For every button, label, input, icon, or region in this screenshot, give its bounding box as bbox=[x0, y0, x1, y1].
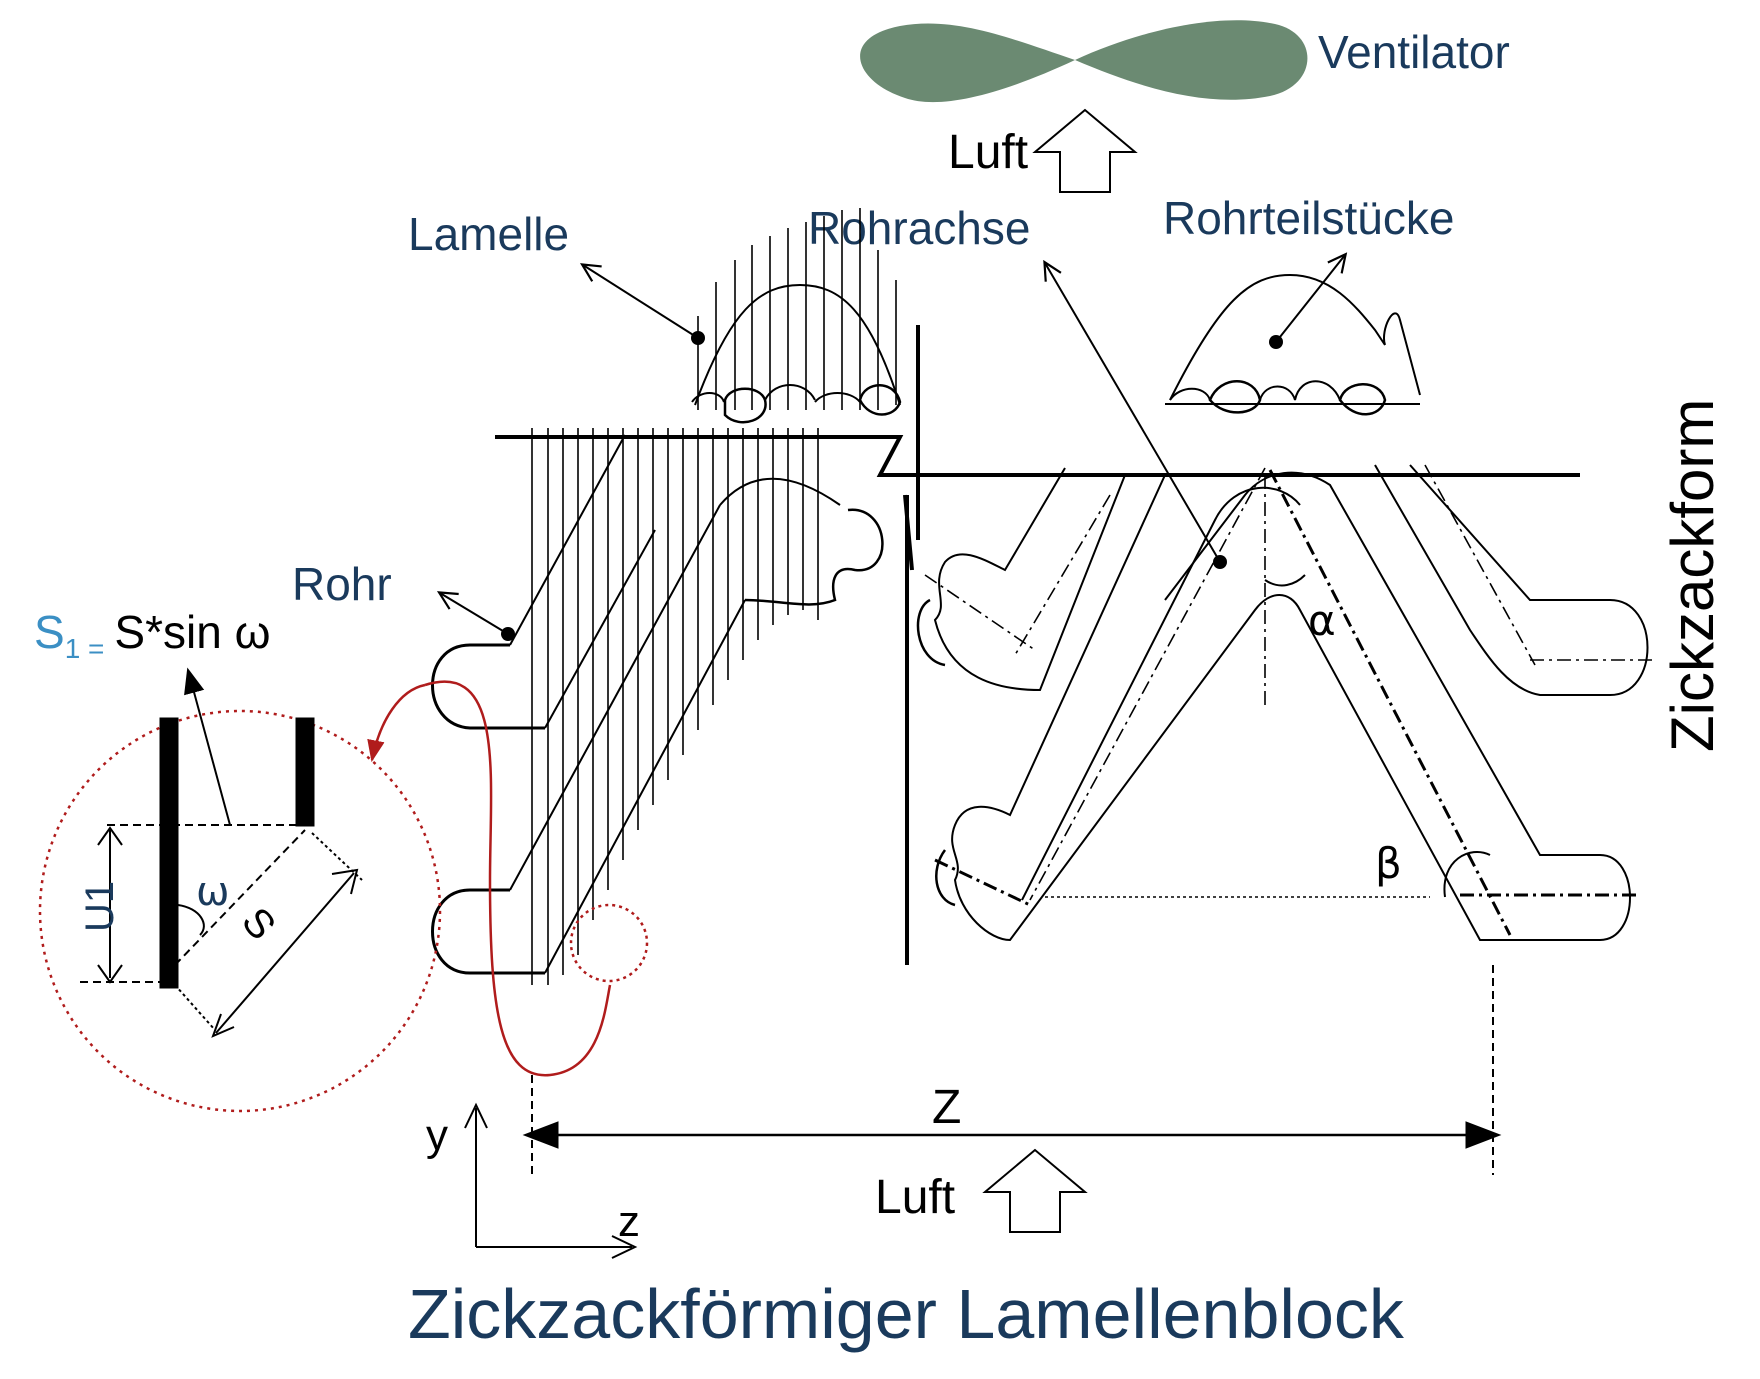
tube-pieces bbox=[1165, 273, 1421, 416]
z-dimension-label: Z bbox=[932, 1081, 961, 1134]
rohrachse-dot bbox=[1213, 555, 1227, 569]
fan-icon bbox=[860, 20, 1308, 103]
rohrteilstuecke-leader bbox=[1275, 255, 1345, 343]
axis-z-label: z bbox=[618, 1197, 640, 1246]
air-label-bottom: Luft bbox=[875, 1171, 955, 1224]
rohrachse-leader bbox=[1045, 263, 1221, 563]
diagram-title: Zickzackförmiger Lamellenblock bbox=[408, 1275, 1405, 1353]
detail-omega-label: ω bbox=[196, 869, 230, 915]
lamelle-label: Lamelle bbox=[408, 208, 569, 260]
top-fin-piece bbox=[691, 208, 902, 424]
rohr-leader bbox=[440, 593, 509, 635]
formula-s1: S1 = S*sin ω bbox=[34, 606, 271, 664]
formula-sub: 1 bbox=[65, 633, 81, 664]
z-dimension bbox=[522, 965, 1502, 1175]
formula-eq: = bbox=[80, 633, 104, 664]
zickzackform-label: Zickzackform bbox=[1659, 399, 1726, 752]
formula-s: S bbox=[34, 606, 65, 658]
rohrachse-label: Rohrachse bbox=[808, 202, 1030, 254]
ventilator-label: Ventilator bbox=[1318, 26, 1510, 78]
detail-u1-label: U1 bbox=[78, 881, 122, 932]
rohr-dot bbox=[501, 627, 515, 641]
detail-s-label: S bbox=[233, 900, 284, 949]
rohrteilstuecke-dot bbox=[1269, 335, 1283, 349]
lamelle-leader bbox=[583, 265, 699, 339]
air-label-top: Luft bbox=[948, 126, 1028, 179]
zigzag-tubes bbox=[916, 464, 1655, 942]
coordinate-axes bbox=[464, 1102, 638, 1259]
alpha-label: α bbox=[1308, 596, 1336, 645]
axis-y-label: y bbox=[426, 1111, 448, 1160]
rohr-label: Rohr bbox=[292, 558, 392, 610]
left-fin-block bbox=[431, 325, 1580, 985]
beta-label: β bbox=[1375, 839, 1402, 888]
detail-callout bbox=[38, 680, 649, 1113]
air-arrow-bottom-icon bbox=[982, 1148, 1088, 1233]
detail-interior bbox=[80, 667, 363, 1038]
rohrteilstuecke-label: Rohrteilstücke bbox=[1163, 192, 1454, 244]
air-arrow-top-icon bbox=[1032, 108, 1138, 193]
formula-rhs: S*sin ω bbox=[114, 606, 270, 658]
